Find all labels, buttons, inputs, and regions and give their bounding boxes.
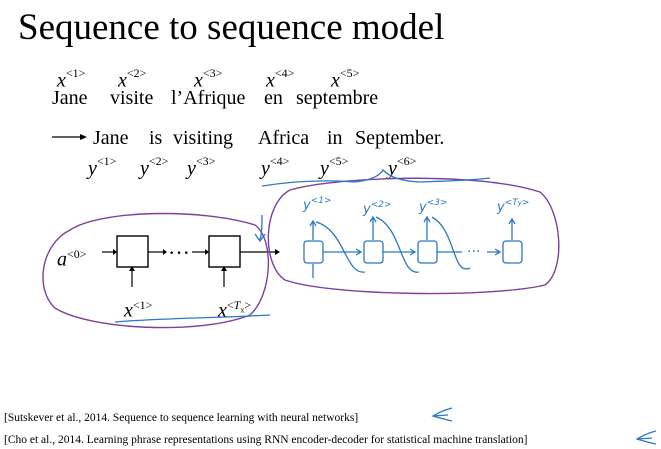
target-word-5: in xyxy=(327,127,343,149)
encoder-ellipsis: ··· xyxy=(168,240,190,265)
source-word-3: l’Afrique xyxy=(171,87,246,109)
encoder-input-first-label: x<1> xyxy=(124,298,153,322)
state-arrow-icon xyxy=(102,249,117,255)
decoder-feedback xyxy=(375,216,420,273)
source-word-1: Jane xyxy=(52,87,88,109)
reference-2: [Cho et al., 2014. Learning phrase repre… xyxy=(4,434,528,446)
encoder-underline-annotation xyxy=(114,314,271,323)
target-word-4: Africa xyxy=(258,127,310,149)
decoder-link xyxy=(383,248,417,256)
decoder-output-label-last: y<Ty> xyxy=(496,198,529,215)
decoder-output-arrow xyxy=(309,219,317,240)
decoder-feedback xyxy=(431,216,471,270)
state-arrow-icon xyxy=(192,249,209,255)
decoder-output-label-2: y<2> xyxy=(362,200,392,217)
translation-arrow-icon xyxy=(52,134,87,140)
decoder-output-arrow xyxy=(508,217,516,240)
encoder-circle-annotation xyxy=(42,212,270,329)
reference-arrow-icon xyxy=(635,430,657,445)
input-arrow-icon xyxy=(221,266,227,287)
target-token-5: y<5> xyxy=(320,154,349,180)
decoder-output-arrow xyxy=(369,215,377,240)
source-token-2: x<2> xyxy=(118,66,147,92)
decoder-cell xyxy=(502,240,523,264)
state-arrow-icon xyxy=(148,249,167,255)
encoder-cell-last xyxy=(208,235,241,268)
target-word-3: visiting xyxy=(173,127,234,149)
decoder-output-label-3: y<3> xyxy=(418,198,448,215)
encoder-initial-state-label: a<0> xyxy=(57,247,87,271)
encoder-cell-first xyxy=(116,235,149,268)
state-arrow-icon xyxy=(240,249,280,255)
decoder-link xyxy=(487,248,502,256)
decoder-brace-annotation xyxy=(261,168,491,187)
target-word-6: September. xyxy=(355,127,445,149)
target-word-2: is xyxy=(149,127,163,149)
source-token-3: x<3> xyxy=(194,66,223,92)
encoder-input-last-label: x<Tx> xyxy=(218,298,252,322)
target-word-1: Jane xyxy=(93,127,129,149)
decoder-cell xyxy=(303,240,324,264)
target-token-6: y<6> xyxy=(388,154,417,180)
target-token-3: y<3> xyxy=(187,154,216,180)
decoder-cell xyxy=(417,240,438,264)
decoder-ellipsis: ··· xyxy=(467,244,480,260)
source-token-1: x<1> xyxy=(57,66,86,92)
source-word-2: visite xyxy=(110,87,154,109)
decoder-output-label-1: y<1> xyxy=(302,196,332,213)
reference-1: [Sutskever et al., 2014. Sequence to seq… xyxy=(4,412,359,424)
decoder-cell xyxy=(363,240,384,264)
decoder-output-arrow xyxy=(423,215,431,240)
source-token-4: x<4> xyxy=(266,66,295,92)
input-arrow-icon xyxy=(129,266,135,287)
target-token-2: y<2> xyxy=(140,154,169,180)
reference-arrow-icon xyxy=(431,407,453,422)
slide-title: Sequence to sequence model xyxy=(18,7,445,48)
target-token-4: y<4> xyxy=(261,154,290,180)
source-token-5: x<5> xyxy=(331,66,360,92)
source-word-4: en xyxy=(264,87,283,109)
decoder-link xyxy=(323,248,363,256)
source-word-5: septembre xyxy=(296,87,379,109)
decoder-feedback xyxy=(315,221,366,273)
decoder-circle-annotation xyxy=(267,177,560,295)
target-token-1: y<1> xyxy=(88,154,117,180)
handoff-arrow-icon xyxy=(254,214,266,243)
